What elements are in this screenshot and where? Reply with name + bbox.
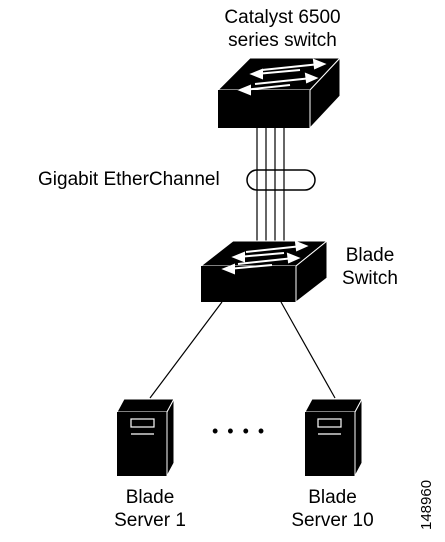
blade-switch-label: Blade Switch [330, 244, 410, 290]
blade-server-10-label-line1: Blade [308, 487, 357, 508]
blade-server-1-label-line2: Server 1 [114, 510, 186, 531]
core-switch-label: Catalyst 6500 series switch [200, 6, 365, 52]
etherchannel-label: Gigabit EtherChannel [38, 169, 220, 190]
blade-switch-icon [199, 239, 329, 304]
server-ellipsis: • • • • [212, 421, 267, 441]
blade-server-10-icon [304, 398, 363, 477]
etherchannel-links [256, 128, 285, 246]
blade-server-10-label-line2: Server 10 [291, 510, 374, 531]
catalyst-switch-icon [216, 56, 342, 130]
figure-id: 148960 [418, 479, 435, 530]
blade-server-10-label: Blade Server 10 [280, 486, 385, 532]
blade-server-1-label-line1: Blade [125, 487, 175, 508]
blade-switch-label-line1: Blade [345, 245, 395, 266]
core-switch-label-line2: series switch [228, 30, 337, 51]
blade-switch-label-line2: Switch [342, 268, 398, 289]
blade-server-1-icon [116, 398, 175, 477]
etherchannel-bundle-icon [246, 169, 316, 191]
blade-server-1-label: Blade Server 1 [100, 486, 200, 532]
core-switch-label-line1: Catalyst 6500 [224, 7, 341, 28]
server-links [149, 301, 336, 399]
